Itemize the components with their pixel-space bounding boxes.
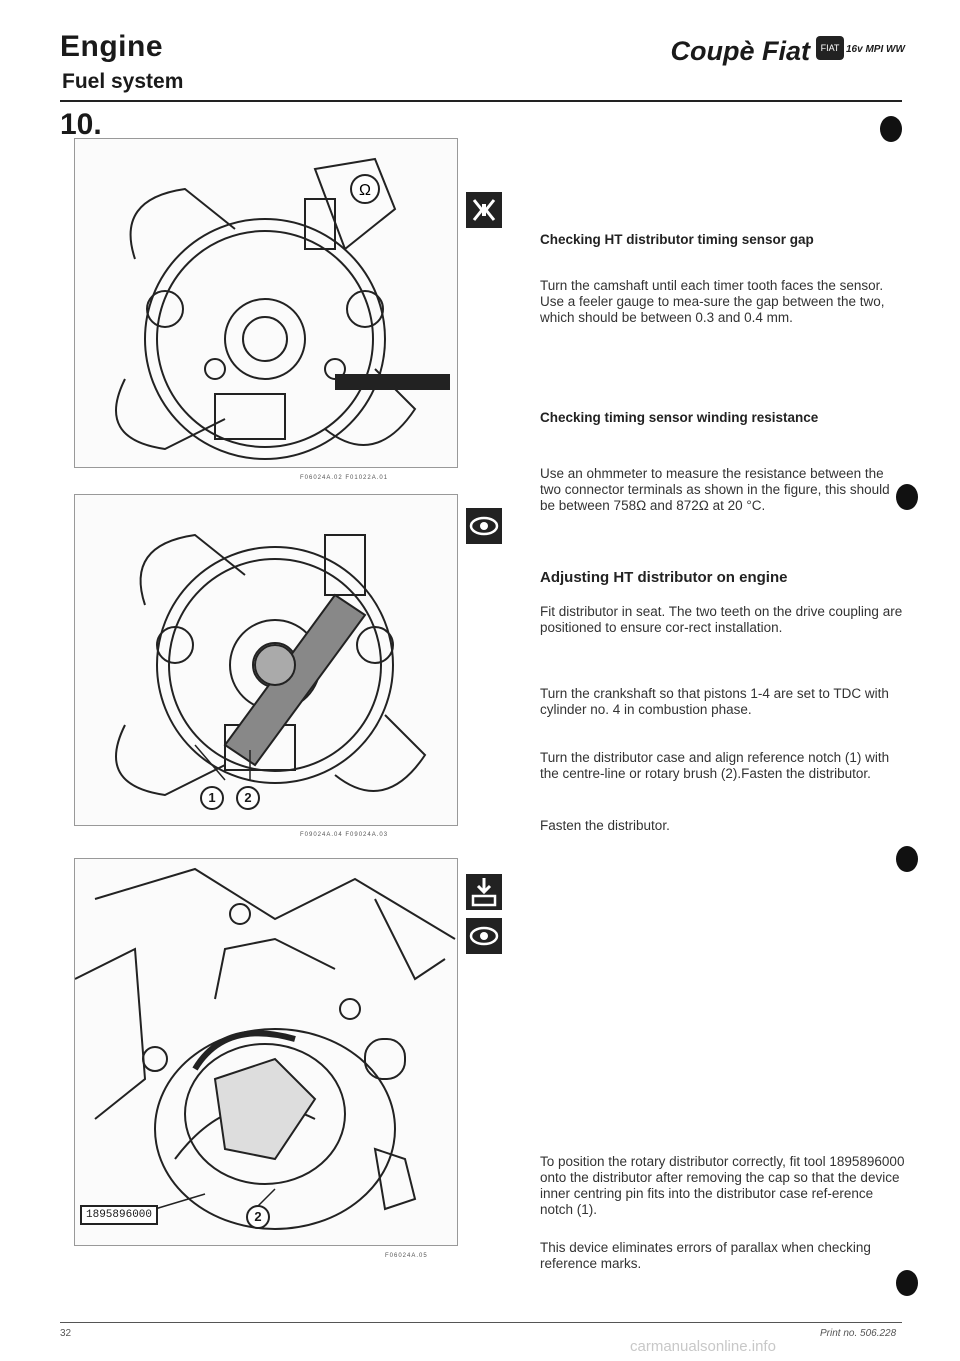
svg-text:Ω: Ω [359,182,371,199]
figure-code: F06024A.02 F01022A.01 [300,475,389,481]
print-number: Print no. 506.228 [820,1328,897,1339]
paragraph: Turn the camshaft until each timer tooth… [540,278,885,325]
header-rule [60,100,902,102]
install-icon [466,874,502,910]
figure-tool-fitted [74,858,458,1246]
tool-part-number: 1895896000 [80,1205,159,1225]
paragraph: Use an ohmmeter to measure the resistanc… [540,466,890,513]
paragraph: Turn the crankshaft so that pistons 1-4 … [540,686,889,717]
subsection-title: Fuel system [62,70,184,93]
callout-2: 2 [236,786,260,810]
paragraph: Turn the distributor case and align refe… [540,750,890,781]
paragraph: Fit distributor in seat. The two teeth o… [540,604,903,635]
model-label: 16v MPI WW [846,44,905,55]
figure-code: F09024A.04 F09024A.03 [300,832,389,838]
section-title: Engine [60,30,164,63]
margin-dot-icon [896,846,918,872]
chapter-number: 10. [60,108,102,141]
callout-2: 2 [246,1205,270,1229]
fiat-logo: FIAT [816,36,844,60]
brand-title: Coupè Fiat [670,36,811,66]
heading-winding-resistance: Checking timing sensor winding resistanc… [540,410,819,425]
margin-dot-icon [880,116,902,142]
distributor-rotor-drawing [115,533,427,797]
heading-adjusting-distributor: Adjusting HT distributor on engine [540,569,788,586]
timing-gap-icon [466,192,502,228]
paragraph: This device eliminates errors of paralla… [540,1240,871,1271]
paragraph: To position the rotary distributor corre… [540,1154,905,1217]
figure-distributor-alignment [74,494,458,826]
callout-1: 1 [200,786,224,810]
heading-sensor-gap: Checking HT distributor timing sensor ga… [540,232,814,247]
margin-dot-icon [896,484,918,510]
inspect-icon [466,918,502,954]
footer-rule [60,1322,902,1323]
paragraph: Fasten the distributor. [540,818,670,833]
margin-dot-icon [896,1270,918,1296]
figure-code: F06024A.05 [385,1253,428,1259]
figure-sensor-gap: Ω [74,138,458,468]
distributor-top-view-drawing: Ω [115,157,450,460]
page-number: 32 [60,1328,72,1339]
watermark: carmanualsonline.info [630,1338,776,1355]
tool-on-distributor-drawing [75,867,456,1230]
inspect-icon [466,508,502,544]
